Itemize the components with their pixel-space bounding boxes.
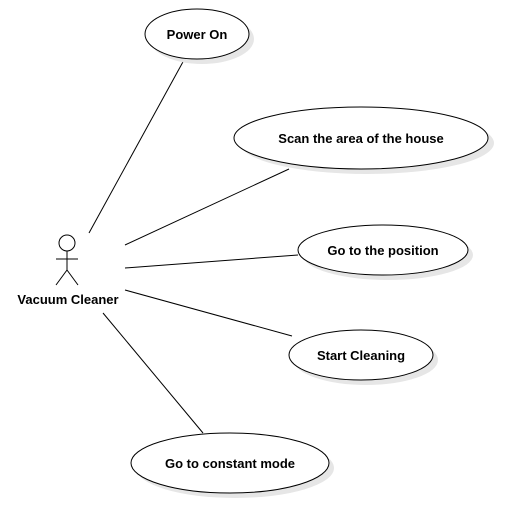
association-start-cleaning [124, 289, 293, 337]
use-case-label: Start Cleaning [317, 348, 405, 363]
use-case-label: Scan the area of the house [278, 131, 443, 146]
use-case-start-cleaning[interactable]: Start Cleaning [288, 329, 438, 385]
use-case-go-to-position[interactable]: Go to the position [297, 224, 473, 280]
association-go-to-position [124, 254, 299, 269]
use-case-label: Power On [167, 27, 228, 42]
actor-vacuum-cleaner[interactable]: Vacuum Cleaner [17, 234, 119, 307]
association-constant-mode [102, 312, 204, 434]
use-case-constant-mode[interactable]: Go to constant mode [130, 432, 334, 498]
use-case-scan-area[interactable]: Scan the area of the house [233, 106, 494, 174]
association-power-on [88, 59, 185, 234]
association-scan-area [124, 168, 290, 246]
stick-figure-icon [55, 234, 79, 286]
use-case-label: Go to constant mode [165, 456, 295, 471]
use-case-label: Go to the position [327, 243, 438, 258]
actor-label: Vacuum Cleaner [17, 292, 118, 307]
use-case-power-on[interactable]: Power On [144, 8, 254, 64]
